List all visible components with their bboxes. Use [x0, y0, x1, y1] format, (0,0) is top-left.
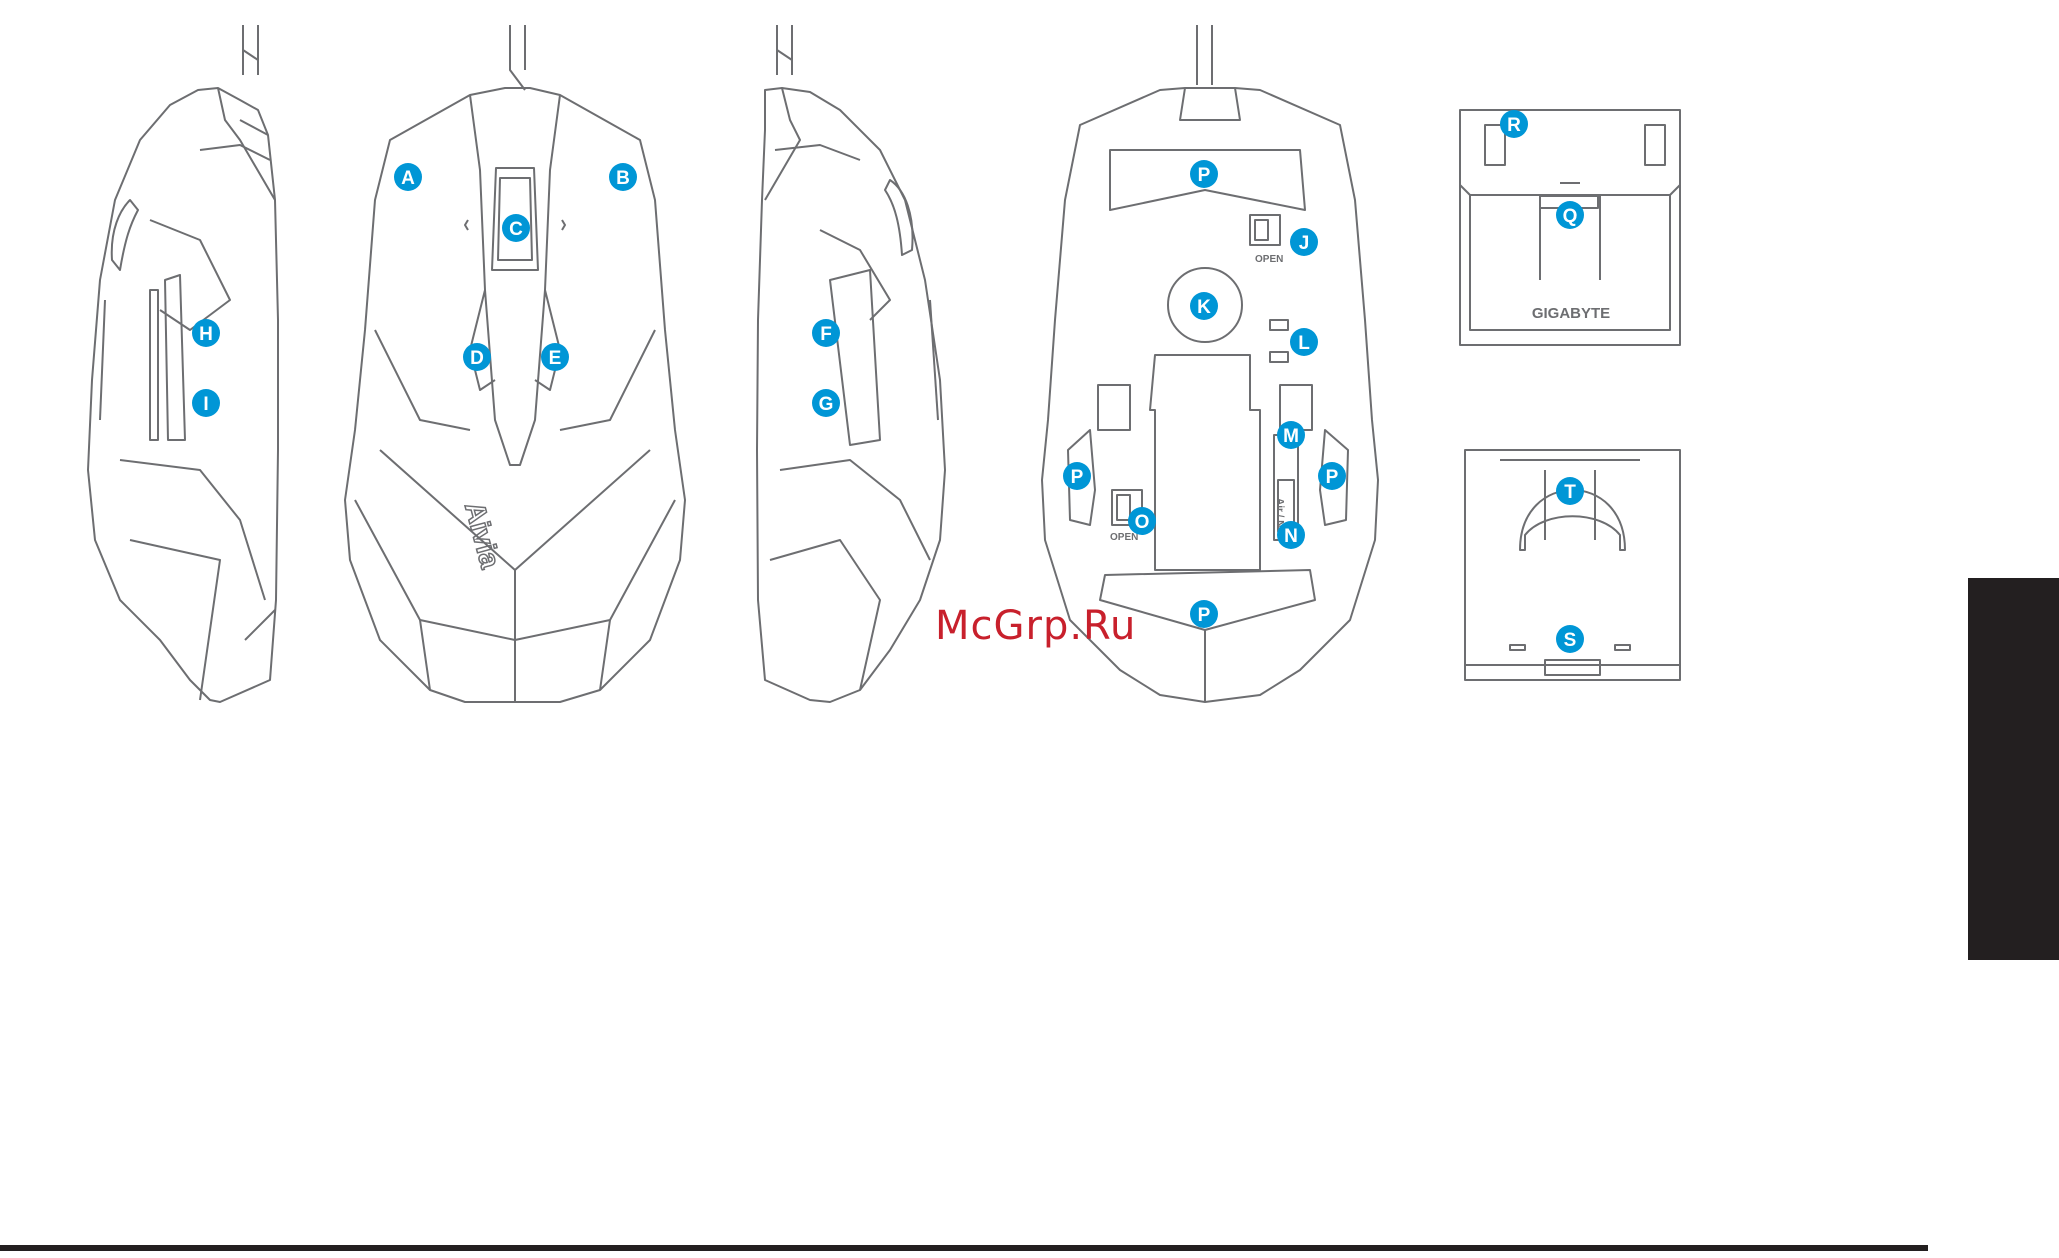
callout-G: G	[812, 389, 840, 417]
svg-text:S: S	[1564, 630, 1577, 651]
callout-D: D	[463, 343, 491, 371]
watermark-text: McGrp.Ru	[935, 603, 1136, 649]
svg-text:F: F	[820, 324, 832, 345]
callout-P-top: P	[1190, 160, 1218, 188]
dock-brand-logo: GIGABYTE	[1532, 305, 1610, 322]
callout-P-left: P	[1063, 462, 1091, 490]
callout-I: I	[192, 389, 220, 417]
callout-E: E	[541, 343, 569, 371]
callout-L: L	[1290, 328, 1318, 356]
svg-text:P: P	[1071, 467, 1084, 488]
callout-P-right: P	[1318, 462, 1346, 490]
callout-Q: Q	[1556, 201, 1584, 229]
callout-C: C	[502, 214, 530, 242]
svg-text:P: P	[1198, 605, 1211, 626]
svg-text:K: K	[1197, 297, 1211, 318]
svg-text:Q: Q	[1563, 206, 1578, 227]
open-label-top: OPEN	[1255, 254, 1283, 265]
callout-K: K	[1190, 292, 1218, 320]
svg-text:L: L	[1298, 333, 1310, 354]
svg-text:D: D	[470, 348, 484, 369]
svg-text:P: P	[1198, 165, 1211, 186]
svg-text:B: B	[616, 168, 630, 189]
bottom-rule	[0, 1245, 1928, 1251]
svg-text:J: J	[1299, 233, 1310, 254]
callout-H: H	[192, 319, 220, 347]
svg-text:M: M	[1283, 426, 1299, 447]
callout-M: M	[1277, 421, 1305, 449]
svg-text:A: A	[401, 168, 415, 189]
callout-F: F	[812, 319, 840, 347]
callout-A: A	[394, 163, 422, 191]
callout-O: O	[1128, 507, 1156, 535]
svg-text:R: R	[1507, 115, 1521, 136]
svg-text:P: P	[1326, 467, 1339, 488]
svg-text:T: T	[1564, 482, 1576, 503]
page-edge-tab	[1968, 578, 2059, 960]
callout-J: J	[1290, 228, 1318, 256]
callout-N: N	[1277, 521, 1305, 549]
svg-text:E: E	[549, 348, 562, 369]
callout-P-bottom: P	[1190, 600, 1218, 628]
svg-text:I: I	[203, 394, 208, 415]
svg-text:H: H	[199, 324, 213, 345]
open-label-bottom: OPEN	[1110, 532, 1138, 543]
svg-text:C: C	[509, 219, 523, 240]
callout-B: B	[609, 163, 637, 191]
svg-text:N: N	[1284, 526, 1298, 547]
callout-T: T	[1556, 477, 1584, 505]
callout-R: R	[1500, 110, 1528, 138]
callout-S: S	[1556, 625, 1584, 653]
svg-text:G: G	[819, 394, 834, 415]
svg-text:O: O	[1135, 512, 1150, 533]
